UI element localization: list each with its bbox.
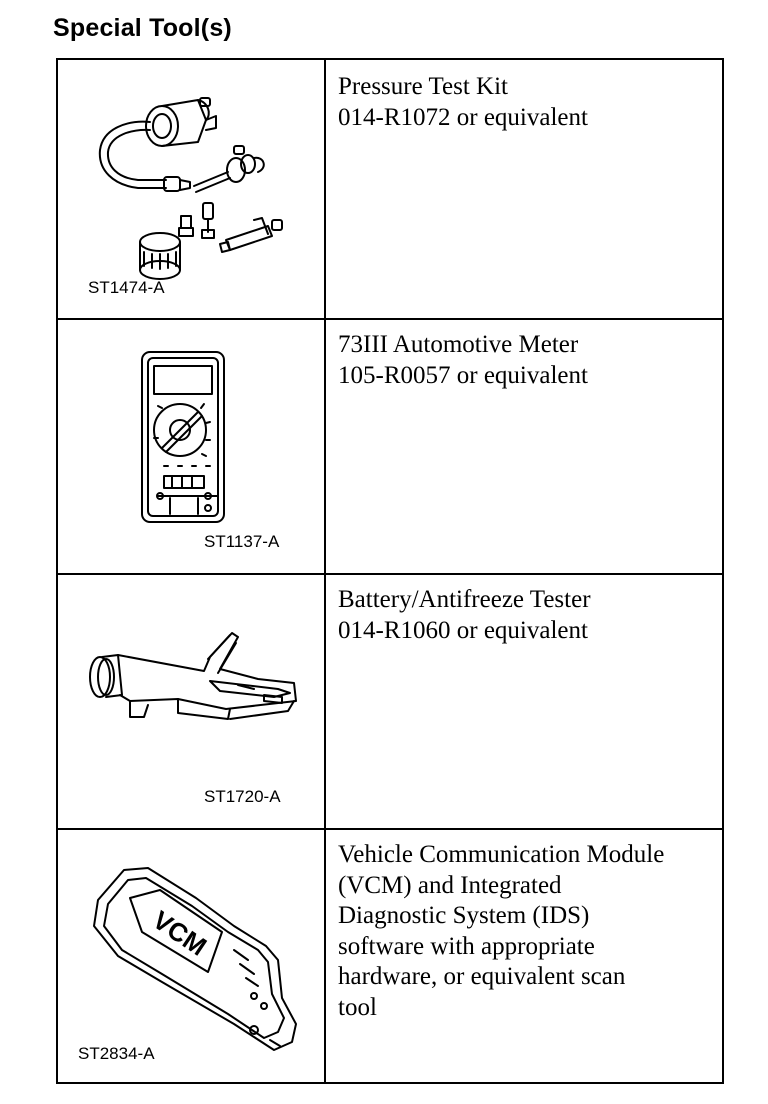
table-row: VCM ST2834-A Vehicle Communication Modul…	[58, 828, 722, 1082]
table-row: ST1720-A Battery/Antifreeze Tester 014-R…	[58, 573, 722, 830]
art-code-label: ST2834-A	[78, 1044, 155, 1063]
tool-name: Vehicle Communication Module	[338, 841, 665, 868]
tool-description: Pressure Test Kit 014-R1072 or equivalen…	[338, 72, 712, 133]
tool-image-cell: VCM ST2834-A	[58, 828, 326, 1082]
tool-name: (VCM) and Integrated	[338, 871, 562, 899]
tool-part-number: 014-R1072 or equivalent	[338, 103, 588, 131]
art-code-label: ST1720-A	[204, 787, 281, 806]
tool-description: Battery/Antifreeze Tester 014-R1060 or e…	[338, 585, 712, 646]
pressure-test-kit-icon	[98, 97, 283, 280]
tool-name: Pressure Test Kit	[338, 73, 508, 100]
multimeter-icon	[141, 351, 225, 523]
tool-name: 73III Automotive Meter	[338, 331, 579, 358]
tool-description: Vehicle Communication Module (VCM) and I…	[338, 840, 712, 1023]
tool-image-cell: ST1137-A	[58, 318, 326, 573]
tool-name: tool	[338, 993, 377, 1021]
table-row: ST1137-A 73III Automotive Meter 105-R005…	[58, 318, 722, 575]
tool-image-cell: ST1474-A	[58, 60, 326, 318]
tool-name: software with appropriate	[338, 932, 595, 960]
art-code-label: ST1474-A	[88, 278, 165, 297]
table-row: ST1474-A Pressure Test Kit 014-R1072 or …	[58, 60, 722, 320]
refractometer-icon	[89, 632, 297, 720]
tool-name: Battery/Antifreeze Tester	[338, 586, 591, 613]
special-tools-table: ST1474-A Pressure Test Kit 014-R1072 or …	[56, 58, 724, 1084]
tool-part-number: 014-R1060 or equivalent	[338, 616, 588, 644]
art-code-label: ST1137-A	[204, 532, 280, 551]
tool-image-cell: ST1720-A	[58, 573, 326, 828]
tool-name: hardware, or equivalent scan	[338, 963, 626, 990]
tool-description: 73III Automotive Meter 105-R0057 or equi…	[338, 330, 712, 391]
tool-name: Diagnostic System (IDS)	[338, 902, 590, 929]
vcm-module-icon: VCM	[93, 867, 297, 1051]
page-title: Special Tool(s)	[53, 14, 232, 42]
tool-part-number: 105-R0057 or equivalent	[338, 361, 588, 389]
